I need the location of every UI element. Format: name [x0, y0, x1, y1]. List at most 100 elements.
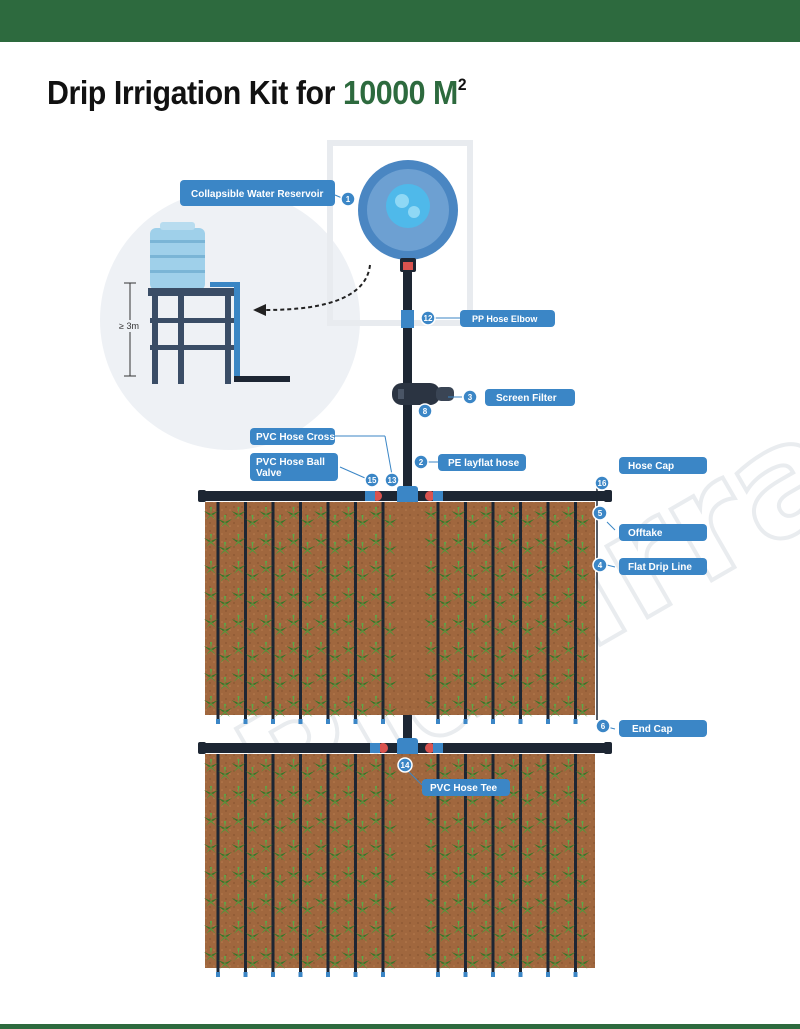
- end-cap: [298, 719, 303, 724]
- label-pvc-hose-cross: PVC Hose Cross 13: [250, 428, 400, 488]
- drip-line: [546, 502, 550, 721]
- number-6: 6: [601, 722, 606, 731]
- end-cap: [573, 972, 578, 977]
- end-cap: [546, 719, 550, 724]
- label-pe-layflat-hose: 2 PE layflat hose: [413, 454, 526, 471]
- end-cap: [546, 972, 550, 977]
- dashed-arrow: [264, 264, 371, 311]
- drip-line: [519, 502, 522, 721]
- drip-line: [381, 754, 385, 974]
- end-cap: [353, 719, 358, 724]
- water-tower: [148, 222, 290, 384]
- number-5: 5: [598, 509, 603, 518]
- label-text: PVC Hose Cross: [256, 432, 335, 443]
- end-cap: [298, 972, 303, 977]
- number-4: 4: [598, 561, 603, 570]
- end-cap: [381, 972, 385, 977]
- label-text: PP Hose Elbow: [472, 314, 538, 324]
- drip-line: [436, 754, 440, 974]
- pvc-hose-tee: [370, 738, 443, 758]
- drip-line: [271, 754, 275, 974]
- drip-line: [299, 502, 302, 721]
- number-1: 1: [346, 195, 351, 204]
- drip-line: [464, 754, 467, 974]
- page-title: Drip Irrigation Kit for 10000 M2: [47, 74, 467, 112]
- number-2: 2: [419, 458, 424, 467]
- height-label: ≥ 3m: [119, 321, 139, 331]
- pvc-hose-cross: [365, 486, 443, 506]
- label-text: PVC Hose Tee: [430, 783, 497, 794]
- end-cap: [216, 719, 220, 724]
- drip-line: [299, 754, 302, 974]
- end-cap: [491, 719, 495, 724]
- end-cap: [243, 972, 248, 977]
- background-frame: [327, 140, 473, 326]
- label-flat-drip-line: 4 Flat Drip Line: [592, 557, 707, 575]
- label-text: Offtake: [628, 528, 663, 539]
- drip-line: [546, 754, 550, 974]
- reservoir: [358, 160, 458, 272]
- number-3: 3: [468, 393, 473, 402]
- number-16: 16: [598, 479, 607, 488]
- end-cap: [353, 972, 358, 977]
- title-area-value: 10000 M: [342, 74, 458, 111]
- drip-line: [574, 502, 577, 721]
- marker-8: 8: [417, 403, 433, 419]
- drip-line: [354, 754, 357, 974]
- end-cap: [463, 972, 468, 977]
- drip-line: [491, 502, 495, 721]
- end-cap: [436, 719, 440, 724]
- number-15: 15: [368, 476, 377, 485]
- end-cap: [326, 972, 330, 977]
- upper-field: [204, 502, 595, 724]
- end-cap: [216, 972, 220, 977]
- lower-field: [204, 754, 595, 977]
- drip-line: [216, 502, 220, 721]
- end-cap: [271, 719, 275, 724]
- drip-line: [244, 502, 247, 721]
- screen-filter: [392, 383, 454, 405]
- label-text: Hose Cap: [628, 461, 674, 472]
- drip-line: [326, 754, 330, 974]
- label-pvc-hose-tee: 14 PVC Hose Tee: [397, 757, 510, 796]
- label-text: Flat Drip Line: [628, 562, 692, 573]
- height-indicator: ≥ 3m: [118, 282, 142, 377]
- label-offtake: 5 Offtake: [592, 505, 707, 541]
- number-13: 13: [388, 476, 397, 485]
- label-text: PE layflat hose: [448, 458, 520, 469]
- label-hose-cap: 16 Hose Cap: [594, 457, 707, 491]
- leader-lines: [334, 194, 616, 786]
- drip-line: [574, 754, 577, 974]
- label-pp-hose-elbow: 12 PP Hose Elbow: [420, 310, 555, 327]
- pp-hose-elbow: [401, 310, 414, 328]
- end-cap: [518, 719, 523, 724]
- label-screen-filter: 3 Screen Filter: [462, 389, 575, 406]
- label-end-cap: 6 End Cap: [595, 718, 707, 737]
- end-cap: [463, 719, 468, 724]
- drip-line: [244, 754, 247, 974]
- label-collapsible-water-reservoir: Collapsible Water Reservoir 1: [180, 180, 356, 207]
- end-cap: [381, 719, 385, 724]
- number-12: 12: [424, 314, 433, 323]
- end-cap: [326, 719, 330, 724]
- end-cap: [271, 972, 275, 977]
- label-text: Collapsible Water Reservoir: [191, 189, 324, 200]
- drip-line: [519, 754, 522, 974]
- end-cap: [573, 719, 578, 724]
- drip-line: [436, 502, 440, 721]
- soil-bed: [205, 502, 595, 715]
- label-text: Screen Filter: [496, 393, 557, 404]
- drip-line: [464, 502, 467, 721]
- number-14: 14: [401, 761, 410, 770]
- drip-line: [271, 502, 275, 721]
- title-superscript: 2: [457, 75, 467, 94]
- end-cap: [243, 719, 248, 724]
- soil-bed: [205, 754, 595, 968]
- drip-line: [491, 754, 495, 974]
- drip-line: [381, 502, 385, 721]
- end-cap: [518, 972, 523, 977]
- end-cap: [436, 972, 440, 977]
